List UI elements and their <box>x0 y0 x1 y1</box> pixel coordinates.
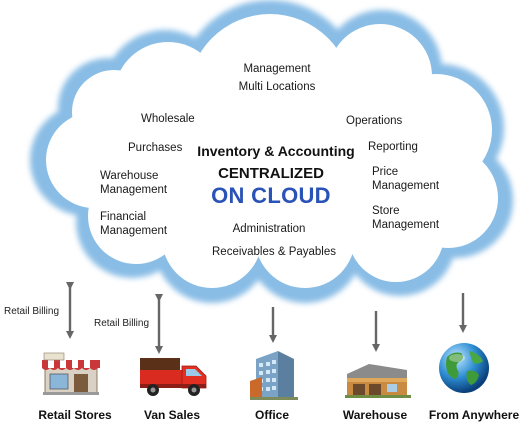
headline-centralized: CENTRALIZED <box>218 165 324 182</box>
globe-icon <box>439 343 489 393</box>
cloud-item-reporting: Reporting <box>368 141 418 153</box>
destination-label-office: Office <box>254 408 290 422</box>
warehouse-icon <box>345 364 411 398</box>
cloud-item-wholesale: Wholesale <box>141 113 195 125</box>
truck-icon <box>140 358 207 396</box>
cloud-item-store-management: Store Management <box>372 205 440 231</box>
cloud-item-administration: Administration <box>232 223 306 235</box>
cloud-item-price-management: Price Management <box>372 166 440 192</box>
retail-billing-label-1: Retail Billing <box>4 306 60 317</box>
store-icon <box>42 352 100 395</box>
destination-label-from-anywhere: From Anywhere <box>428 408 520 422</box>
cloud-item-operations: Operations <box>346 115 403 127</box>
cloud-item-receivables-payables: Receivables & Payables <box>211 246 337 258</box>
cloud-item-purchases: Purchases <box>128 142 183 154</box>
destination-label-warehouse: Warehouse <box>342 408 408 422</box>
cloud-item-management: Management <box>243 63 311 75</box>
office-building-icon <box>250 351 298 400</box>
retail-billing-label-2: Retail Billing <box>94 318 150 329</box>
destination-label-retail-stores: Retail Stores <box>38 408 112 422</box>
cloud-item-warehouse-management: Warehouse Management <box>100 170 168 196</box>
cloud-item-financial-management: Financial Management <box>100 211 168 237</box>
headline-on-cloud: ON CLOUD <box>211 183 331 208</box>
headline-inventory-accounting: Inventory & Accounting <box>197 143 355 159</box>
cloud-item-multi-locations: Multi Locations <box>238 81 316 93</box>
destination-label-van-sales: Van Sales <box>143 408 201 422</box>
